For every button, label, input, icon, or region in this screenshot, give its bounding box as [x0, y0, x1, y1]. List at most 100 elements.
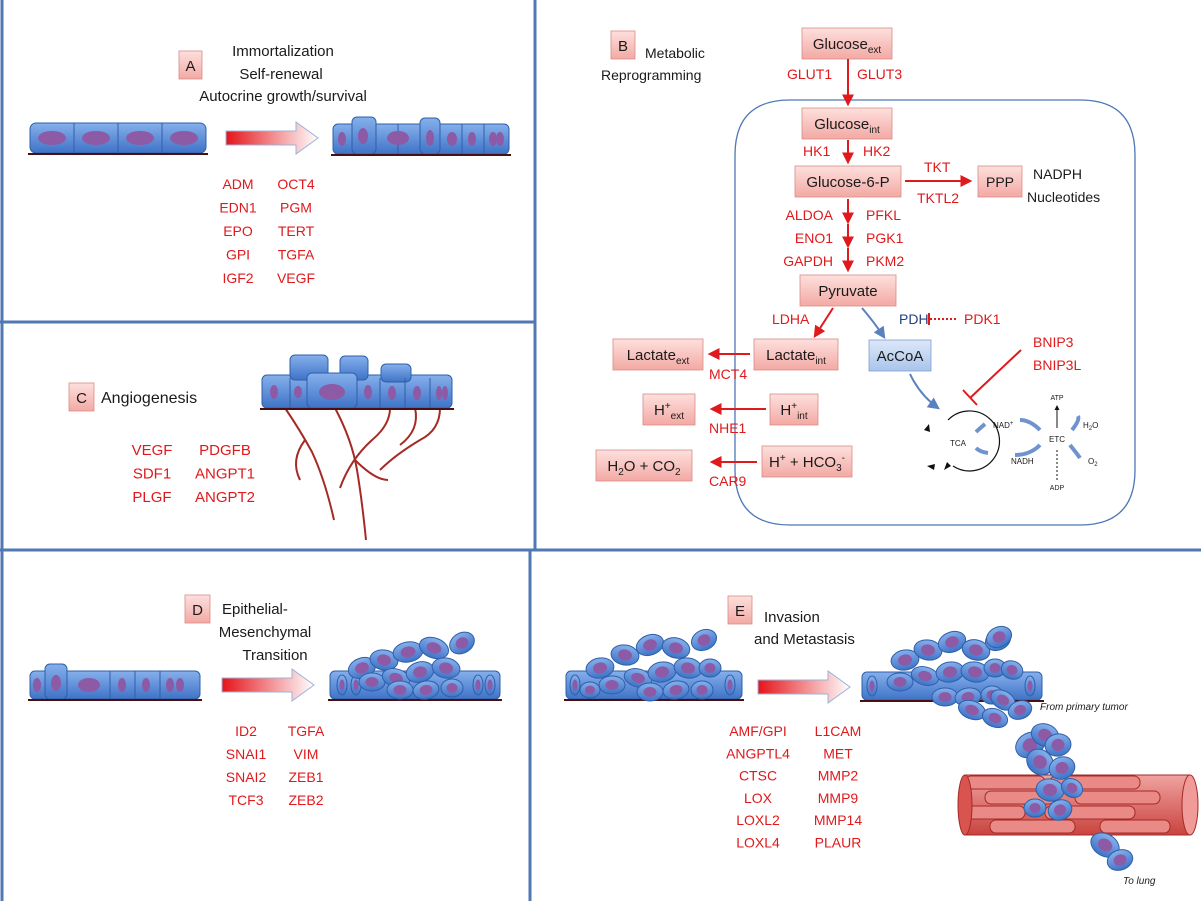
gene-label: PDGFB	[199, 442, 251, 459]
cell-nucleus	[353, 679, 359, 691]
panel-b-title-1: Metabolic	[645, 45, 705, 61]
inhibition-arrows	[928, 313, 1022, 406]
gene-label: LOX	[744, 790, 773, 806]
hk2-label: HK2	[863, 143, 890, 159]
gene-label: OCT4	[277, 176, 315, 192]
gene-label: ANGPT2	[195, 489, 255, 506]
adp-label: ADP	[1050, 485, 1065, 492]
cell-nucleus	[365, 677, 379, 687]
panel-e-primary-tumor-left	[564, 628, 744, 702]
cell-nucleus	[996, 694, 1010, 706]
gene-label: SNAI1	[226, 746, 267, 762]
ldha-label: LDHA	[772, 311, 810, 327]
nucleotides-label: Nucleotides	[1027, 189, 1100, 205]
nad-label: NAD+	[993, 421, 1014, 430]
gene-label: PGM	[280, 200, 312, 216]
glucose6p-box	[794, 165, 902, 198]
lactate-ext-box	[612, 338, 704, 371]
cell-nucleus	[869, 680, 875, 692]
enzyme-label: ALDOA	[786, 207, 834, 223]
cell-nucleus	[1033, 755, 1047, 769]
nadh-label: NADH	[1011, 457, 1034, 466]
panel-b-letter-box	[610, 30, 636, 60]
panel-d-letter: D	[192, 602, 203, 619]
panel-c-letter: C	[76, 390, 87, 407]
panel-a-title-1: Immortalization	[232, 43, 334, 60]
cell-nucleus	[605, 680, 619, 690]
cell-nucleus	[681, 662, 695, 674]
ppp-label: PPP	[986, 174, 1014, 190]
panel-c: C Angiogenesis	[68, 354, 454, 541]
cell-nucleus	[727, 679, 733, 691]
nadph-label: NADPH	[1033, 166, 1082, 182]
gene-label: LOXL2	[736, 812, 780, 828]
pathway-arrows	[707, 59, 973, 468]
lactate-int-label: Lactateint	[766, 347, 826, 367]
h-ext-box	[642, 393, 696, 426]
cell-nucleus	[1097, 838, 1113, 852]
panel-d: D Epithelial- Mesenchymal Transition ID2…	[28, 594, 502, 808]
panel-c-epithelium	[260, 354, 454, 410]
panel-e-title-1: Invasion	[764, 609, 820, 626]
cell-nucleus	[1014, 704, 1026, 716]
enzyme-label: GAPDH	[783, 253, 833, 269]
cell-nucleus	[585, 685, 595, 695]
cell-nucleus	[400, 646, 416, 658]
cell-nucleus	[593, 662, 607, 674]
cell-nucleus	[1055, 761, 1069, 775]
cell-nucleus	[393, 685, 407, 695]
gene-label: TCF3	[229, 792, 264, 808]
cell-nucleus	[1027, 680, 1033, 692]
pdk1-label: PDK1	[964, 311, 1001, 327]
cell-nucleus	[921, 644, 935, 656]
panel-d-title-1: Epithelial-	[222, 601, 288, 618]
panel-a-letter: A	[185, 58, 195, 75]
cell-nucleus	[643, 687, 657, 697]
gene-label: MMP9	[818, 790, 859, 806]
gene-label: AMF/GPI	[729, 723, 787, 739]
panel-b-title-2: Reprogramming	[601, 67, 701, 83]
glucose-int-box	[801, 107, 893, 140]
panel-e-to-lung: To lung	[1123, 876, 1156, 887]
cell-nucleus	[969, 644, 983, 656]
h-hco3-box	[761, 445, 853, 478]
cell-nucleus	[655, 666, 669, 678]
acoa-label: AcCoA	[877, 348, 924, 365]
gene-label: ANGPTL4	[726, 745, 790, 761]
cell-nucleus	[426, 642, 442, 654]
gene-label: PLGF	[132, 489, 171, 506]
tca-etc-schematic: TCA ETC NAD+ NADH ATP ADP H2O O2	[924, 395, 1098, 492]
panel-d-mesenchymal-cluster	[328, 631, 502, 701]
gene-label: ZEB2	[288, 792, 323, 808]
cell-nucleus	[618, 649, 632, 661]
panel-a-epithelium-after	[331, 116, 511, 156]
o2-label: O2	[1088, 457, 1098, 468]
tkt-label: TKT	[924, 159, 951, 175]
gene-label: ADM	[222, 176, 253, 192]
pyruvate-box	[799, 274, 897, 307]
panel-e-transition-arrow	[757, 670, 851, 704]
gene-label: ZEB1	[288, 769, 323, 785]
panel-d-title-3: Transition	[242, 647, 307, 664]
nhe1-label: NHE1	[709, 420, 747, 436]
panel-c-title: Angiogenesis	[101, 390, 197, 407]
h2o-label: H2O	[1083, 421, 1098, 432]
gene-label: ANGPT1	[195, 466, 255, 483]
cell-nucleus	[439, 662, 453, 674]
cell-nucleus	[893, 677, 907, 687]
gene-label: L1CAM	[815, 723, 862, 739]
glut1-label: GLUT1	[787, 66, 832, 82]
gene-label: PLAUR	[815, 835, 862, 851]
panel-c-letter-box	[68, 382, 95, 412]
bnip3-label: BNIP3	[1033, 334, 1074, 350]
gene-label: VEGF	[132, 442, 173, 459]
enzyme-label: PKM2	[866, 253, 904, 269]
cell-nucleus	[446, 683, 458, 693]
gene-label: GPI	[226, 247, 250, 263]
cell-nucleus	[992, 631, 1006, 643]
panel-a-epithelium-before	[28, 122, 208, 155]
panel-b: B Metabolic Reprogramming Glucoseext Glu…	[595, 27, 1136, 526]
enzyme-label: PFKL	[866, 207, 901, 223]
